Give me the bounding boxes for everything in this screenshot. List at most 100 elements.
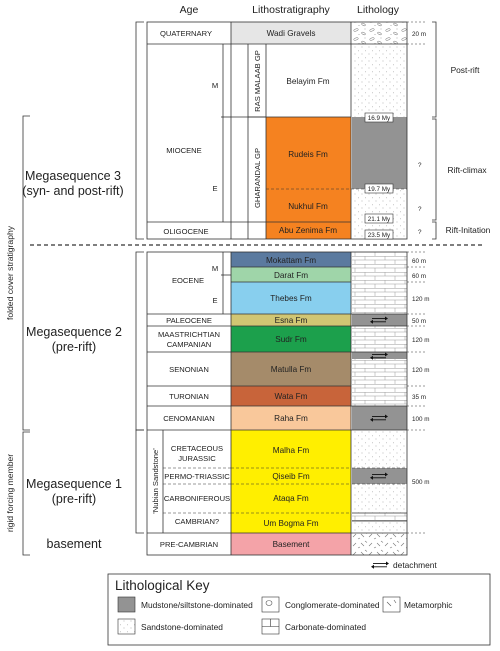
fill-esna: [231, 314, 351, 326]
thk-500-nubian: 500 m: [412, 479, 430, 486]
age-miocene-e: E: [212, 184, 217, 193]
fm-rudeis: Rudeis Fm: [288, 150, 328, 159]
fill-matulla: [231, 352, 351, 386]
tectonic-rift-climax: Rift-climax: [447, 165, 487, 175]
date-boxes: 16.9 My 19.7 My 21.1 My 23.5 My: [364, 112, 394, 240]
fill-mokattam: [231, 252, 351, 267]
detachment-legend-icon: [371, 561, 389, 569]
side-label-rigid: rigid forcing member: [5, 454, 15, 532]
fm-raha: Raha Fm: [274, 414, 308, 423]
ms2-title: Megasequence 2: [26, 325, 122, 339]
age-paleocene: PALEOCENE: [166, 316, 212, 325]
fm-matulla: Matulla Fm: [271, 365, 312, 374]
ms3-title: Megasequence 3: [25, 169, 121, 183]
age-cretaceous: CRETACEOUS: [171, 444, 223, 453]
thk-100-raha: 100 m: [412, 416, 430, 423]
litho-sandstone-malha: [352, 430, 407, 468]
key-title: Lithological Key: [115, 578, 210, 593]
age-cenomanian: CENOMANIAN: [163, 414, 214, 423]
litho-carbonate-paleogene: [352, 252, 407, 314]
thk-120-matulla: 120 m: [412, 367, 430, 374]
fm-mokattam: Mokattam Fm: [266, 256, 316, 265]
megasequence-brackets: [135, 21, 144, 534]
header-lithology: Lithology: [357, 4, 400, 16]
fm-basement: Basement: [273, 540, 311, 549]
date-21-1: 21.1 My: [368, 216, 391, 223]
litho-sandstone-upper: [352, 44, 407, 117]
fm-malha: Malha Fm: [273, 446, 310, 455]
litho-carbonate-sudr: [352, 326, 407, 352]
header-age: Age: [180, 4, 199, 16]
thickness-column: 20 m 60 m 60 m 120 m 50 m 120 m 120 m 35…: [407, 21, 430, 534]
key-metamorphic: Metamorphic: [404, 600, 452, 610]
ms3-subtitle: (syn- and post-rift): [22, 184, 123, 198]
age-precambrian: PRE-CAMBRIAN: [160, 540, 218, 549]
fm-ataqa: Ataqa Fm: [273, 494, 309, 503]
epoch-ticks: [221, 44, 231, 314]
litho-mudstone-esna: [352, 314, 407, 326]
tectonic-rift-initiation: Rift-Initation: [446, 225, 491, 235]
fill-thebes: [231, 282, 351, 314]
fm-sudr: Sudr Fm: [275, 335, 307, 344]
litho-sandstone-cambrian: [352, 521, 407, 533]
group-nubian: 'Nubian Sandstone': [151, 448, 160, 514]
ms2-subtitle: (pre-rift): [52, 340, 96, 354]
ms1-title: Megasequence 1: [26, 477, 122, 491]
age-campanian: CAMPANIAN: [167, 340, 212, 349]
date-16-9: 16.9 My: [368, 115, 391, 122]
date-19-7: 19.7 My: [368, 186, 391, 193]
lower-block-grid: [146, 251, 408, 556]
detachment-label: detachment: [393, 560, 437, 570]
thk-60-mokattam: 60 m: [412, 258, 426, 265]
fm-nukhul: Nukhul Fm: [288, 202, 328, 211]
age-jurassic: JURASSIC: [178, 454, 216, 463]
detachment-symbols: [370, 316, 389, 569]
key-mudstone: Mudstone/siltstone-dominated: [141, 600, 253, 610]
detachment-matulla: [370, 352, 388, 360]
fill-raha: [231, 406, 351, 430]
key-sandstone: Sandstone-dominated: [141, 622, 223, 632]
age-cambrian: CAMBRIAN?: [175, 517, 219, 526]
lithological-key: Lithological Key Mudstone/siltstone-domi…: [107, 573, 491, 646]
header-lithostratigraphy: Lithostratigraphy: [252, 4, 330, 16]
fm-thebes: Thebes Fm: [270, 294, 312, 303]
age-labels: QUATERNARY MIOCENE M E OLIGOCENE EOCENE …: [158, 29, 230, 549]
age-turonian: TURONIAN: [169, 392, 209, 401]
key-swatch-metamorphic: [382, 596, 401, 613]
formation-fills: [231, 22, 351, 555]
age-eocene-m: M: [212, 264, 218, 273]
basement-label: basement: [47, 537, 102, 551]
key-swatch-conglomerate: [261, 596, 280, 613]
litho-metamorphic: [352, 533, 407, 555]
litho-mudstone-qiseib: [352, 468, 407, 484]
litho-mudstone-raha: [352, 406, 407, 430]
litho-mudstone-rift: [352, 117, 407, 189]
detachment-raha: [370, 414, 388, 422]
fill-nubian-yellow: [231, 430, 351, 533]
fm-um-bogma: Um Bogma Fm: [263, 519, 318, 528]
formation-labels: Wadi Gravels Belayim Fm Rudeis Fm Nukhul…: [263, 29, 337, 549]
date-23-5: 23.5 My: [368, 232, 391, 239]
fill-darat: [231, 267, 351, 282]
age-oligocene: OLIGOCENE: [163, 227, 208, 236]
fm-wata: Wata Fm: [275, 392, 308, 401]
age-eocene: EOCENE: [172, 276, 204, 285]
age-permo-triassic: PERMO-TRIASSIC: [164, 472, 230, 481]
key-swatch-mudstone: [117, 596, 136, 613]
fill-basement: [231, 533, 351, 555]
tectonic-post-rift: Post-rift: [451, 65, 481, 75]
litho-mud-matulla: [352, 352, 407, 359]
litho-carbonate-umbogma: [352, 513, 407, 521]
detachment-qiseib: [370, 472, 388, 480]
age-miocene-m: M: [212, 81, 218, 90]
upper-block-grid: [146, 21, 408, 240]
thk-120-sudr: 120 m: [412, 337, 430, 344]
litho-carbonate-matulla: [352, 359, 407, 386]
ms1-subtitle: (pre-rift): [52, 492, 96, 506]
age-carboniferous: CARBONIFEROUS: [164, 494, 230, 503]
group-gharandal: GHARANDAL GP: [253, 148, 262, 208]
fm-abu-zenima: Abu Zenima Fm: [279, 226, 337, 235]
uncertain-rudeis: ?: [418, 162, 422, 169]
age-quaternary: QUATERNARY: [160, 29, 212, 38]
